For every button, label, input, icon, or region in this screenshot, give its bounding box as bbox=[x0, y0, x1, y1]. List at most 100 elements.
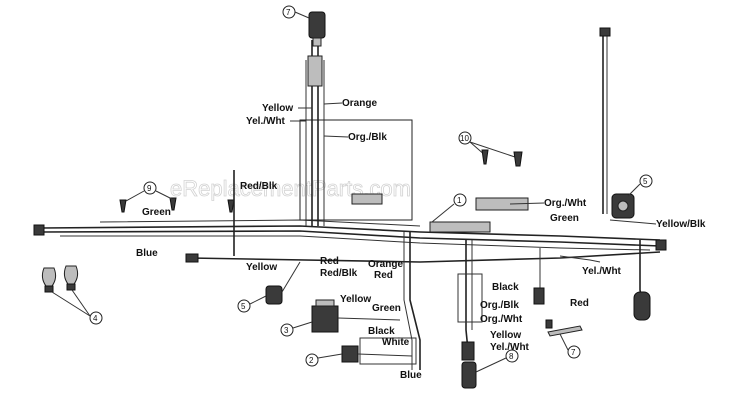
callout-7 bbox=[567, 345, 581, 359]
clip-a bbox=[119, 199, 127, 213]
callout-2-num: 2 bbox=[309, 356, 314, 365]
callout-8-bottom bbox=[505, 349, 519, 363]
rod-tip bbox=[599, 27, 611, 37]
label-yellow-mid: Yellow bbox=[246, 262, 277, 273]
module-outline bbox=[299, 119, 413, 221]
callout-9-group: 9 bbox=[119, 181, 235, 213]
right-switch-body bbox=[633, 291, 651, 321]
module-part-6: 5 bbox=[611, 174, 653, 219]
label-yellow-blk-right: Yellow/Blk bbox=[656, 219, 706, 230]
solenoid-body bbox=[311, 305, 339, 333]
label-org-blk-low: Org./Blk bbox=[480, 300, 519, 311]
label-red-mid2: Red bbox=[374, 270, 393, 281]
left-connector bbox=[33, 224, 45, 236]
top-plug-boot bbox=[312, 37, 322, 47]
label-red-blk-left: Red/Blk bbox=[240, 181, 278, 192]
label-org-wht-low: Org./Wht bbox=[480, 314, 523, 325]
vertical-sleeve bbox=[307, 55, 323, 87]
module-clip bbox=[351, 193, 383, 205]
label-green-low: Green bbox=[372, 303, 401, 314]
bulb-b bbox=[63, 265, 79, 285]
callout-10-num: 10 bbox=[460, 134, 469, 143]
label-black-low: Black bbox=[368, 326, 395, 337]
label-yellow-low2: Yellow bbox=[490, 330, 521, 341]
callout-2 bbox=[305, 353, 319, 367]
label-org-blk-top: Org./Blk bbox=[348, 132, 387, 143]
label-yel-wht-top: Yel./Wht bbox=[246, 116, 286, 127]
bulb-b-base bbox=[66, 283, 76, 291]
label-green-right: Green bbox=[550, 213, 579, 224]
label-green-left: Green bbox=[142, 207, 171, 218]
label-yel-wht-right: Yel./Wht bbox=[582, 266, 622, 277]
label-leaders bbox=[290, 102, 657, 225]
callout-1-num: 1 bbox=[457, 196, 462, 205]
right-rod bbox=[599, 27, 611, 214]
harness-sleeve bbox=[429, 221, 491, 233]
screw-b bbox=[513, 151, 523, 167]
callout-8-top-num: 7 bbox=[286, 8, 291, 17]
top-connector-part: 7 bbox=[282, 5, 326, 47]
bulb-a bbox=[41, 267, 57, 287]
lower-harness bbox=[337, 232, 483, 370]
callout-4-num: 4 bbox=[93, 314, 98, 323]
label-yellow-low: Yellow bbox=[340, 294, 371, 305]
callout-9 bbox=[143, 181, 157, 195]
screw-a bbox=[481, 149, 489, 165]
callout-4-group: 4 bbox=[41, 265, 103, 325]
callout-10 bbox=[458, 131, 472, 145]
callout-1-group: 1 bbox=[431, 193, 467, 223]
callout-7-num: 7 bbox=[571, 348, 576, 357]
callout-9-num: 9 bbox=[147, 184, 152, 193]
label-yel-wht-low: Yel./Wht bbox=[490, 342, 530, 353]
harness-clip bbox=[475, 197, 529, 211]
label-orange-mid: Orange bbox=[368, 259, 403, 270]
connector-2-body bbox=[341, 345, 359, 363]
bundle-box-lower bbox=[359, 337, 417, 365]
label-red-mid: Red bbox=[320, 256, 339, 267]
callout-4 bbox=[89, 311, 103, 325]
right-drop bbox=[533, 239, 667, 321]
callout-8-bottom-num: 8 bbox=[509, 352, 514, 361]
callout-5-group: 5 bbox=[237, 261, 301, 313]
top-plug bbox=[308, 11, 326, 39]
label-black-right: Black bbox=[492, 282, 519, 293]
callout-2-group: 2 bbox=[305, 345, 359, 367]
callout-5 bbox=[237, 299, 251, 313]
switch-5-body bbox=[265, 285, 283, 305]
callout-3 bbox=[280, 323, 294, 337]
bulb-a-base bbox=[44, 285, 54, 293]
callout-6 bbox=[639, 174, 653, 188]
lower-left-connector bbox=[185, 253, 199, 263]
label-white-low: White bbox=[382, 337, 410, 348]
main-harness bbox=[33, 197, 661, 263]
right-terminal bbox=[533, 287, 545, 305]
wire-labels: Yellow Orange Yel./Wht Org./Blk Red/Blk … bbox=[136, 98, 706, 381]
label-org-wht-right: Org./Wht bbox=[544, 198, 587, 209]
label-blue-low: Blue bbox=[400, 370, 422, 381]
callout-10-group: 10 bbox=[458, 131, 523, 167]
clip-c bbox=[227, 199, 235, 213]
callout-6-num: 5 bbox=[643, 177, 648, 186]
callout-7-group: 7 bbox=[545, 319, 583, 359]
callout-1 bbox=[453, 193, 467, 207]
callout-5-num: 5 bbox=[241, 302, 246, 311]
right-end-connector bbox=[655, 239, 667, 251]
label-orange-top: Orange bbox=[342, 98, 377, 109]
label-red-right: Red bbox=[570, 298, 589, 309]
callout-8-bottom-group: 8 bbox=[461, 349, 519, 389]
label-yellow-top: Yellow bbox=[262, 103, 293, 114]
bundle-box-right bbox=[457, 273, 483, 323]
callout-3-group: 3 bbox=[280, 299, 339, 337]
label-red-blk-mid: Red/Blk bbox=[320, 268, 358, 279]
label-blue-left: Blue bbox=[136, 248, 158, 259]
solenoid-cap bbox=[315, 299, 335, 307]
callout-3-num: 3 bbox=[284, 326, 289, 335]
module-6-knob bbox=[617, 200, 629, 212]
clip-b bbox=[169, 197, 177, 211]
lower-right-plug bbox=[461, 341, 475, 361]
part-7-strip bbox=[547, 325, 583, 337]
vertical-harness-top bbox=[299, 40, 413, 226]
bottom-plug bbox=[461, 361, 477, 389]
part-7-clip bbox=[545, 319, 553, 329]
